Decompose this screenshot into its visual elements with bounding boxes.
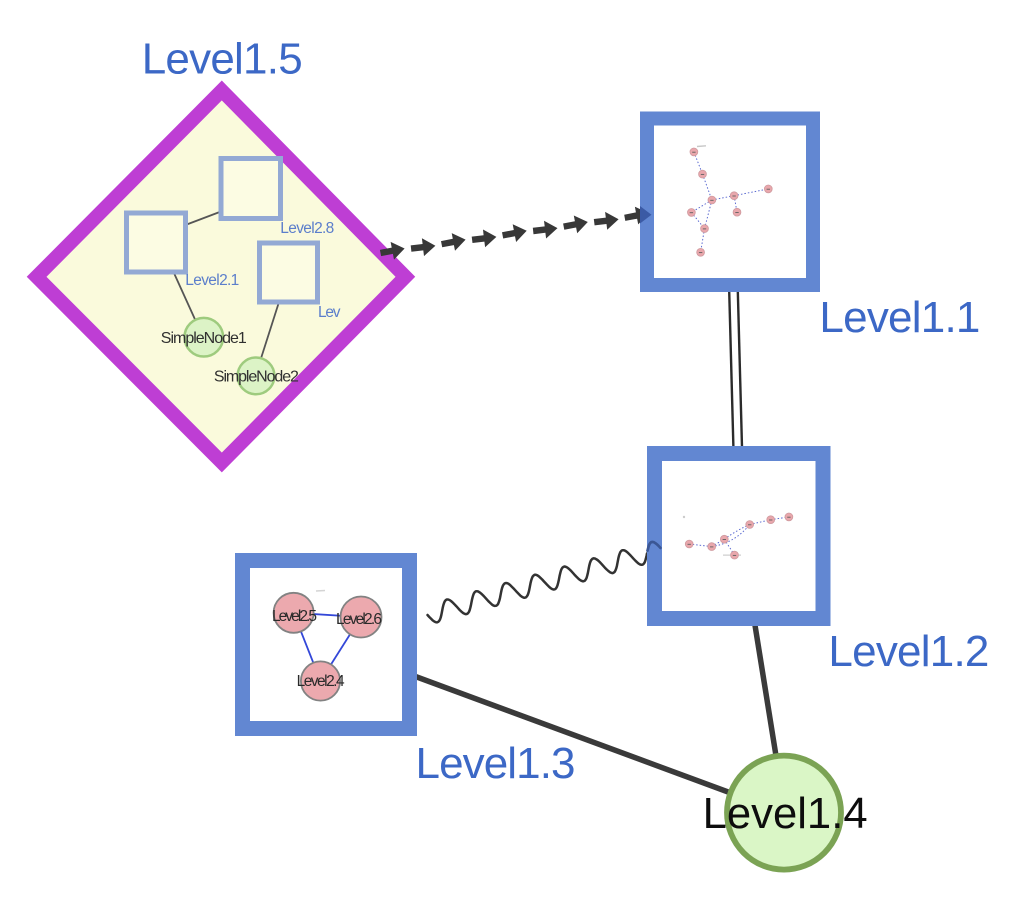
svg-text:Level1.5: Level1.5	[142, 35, 303, 84]
svg-text:Level1.1: Level1.1	[819, 293, 980, 342]
svg-text:SimpleNode2: SimpleNode2	[214, 369, 299, 386]
svg-text:Level2.8: Level2.8	[280, 220, 334, 237]
svg-text:Level1.4: Level1.4	[703, 789, 868, 838]
svg-text:SimpleNode1: SimpleNode1	[161, 330, 247, 347]
svg-text:Level2.1: Level2.1	[185, 272, 239, 289]
svg-text:Level2.5: Level2.5	[272, 608, 317, 625]
svg-text:Level1.2: Level1.2	[828, 627, 989, 676]
svg-text:Level2.4: Level2.4	[297, 673, 345, 690]
svg-text:Level2.6: Level2.6	[336, 611, 382, 628]
svg-text:Level1.3: Level1.3	[416, 739, 576, 788]
svg-text:Lev: Lev	[318, 304, 341, 321]
